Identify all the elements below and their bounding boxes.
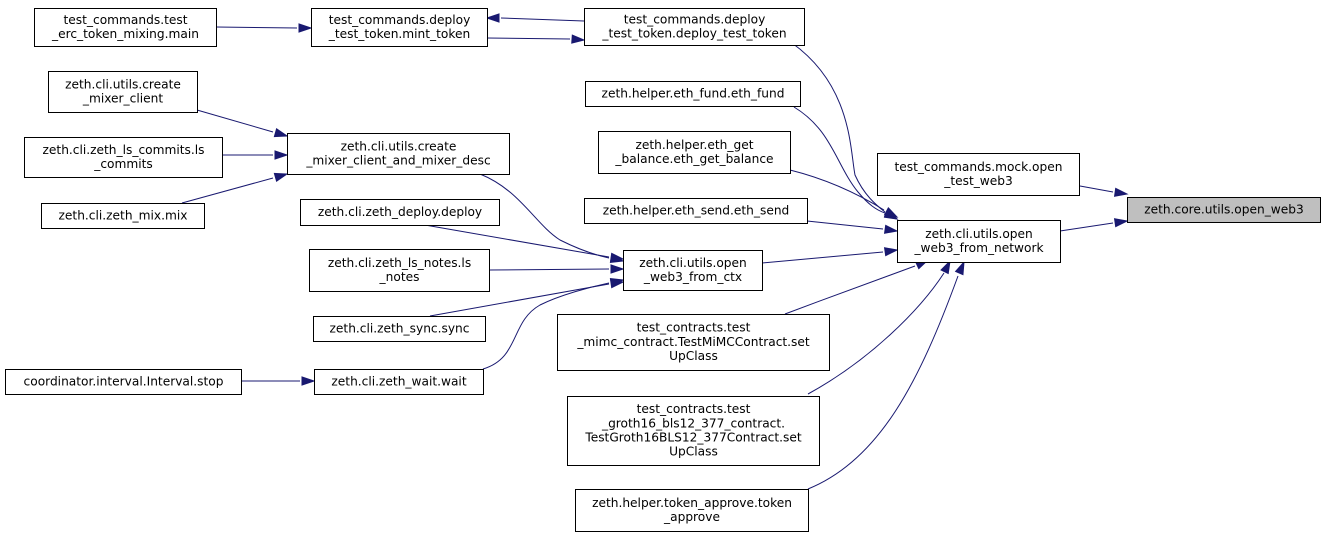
node-label-line: zeth.cli.zeth_ls_notes.ls (328, 256, 471, 270)
node-open-web3-from-ctx[interactable]: zeth.cli.utils.open_web3_from_ctx (623, 250, 763, 291)
node-mock-open-test-web3[interactable]: test_commands.mock.open_test_web3 (877, 153, 1080, 196)
node-ls-notes[interactable]: zeth.cli.zeth_ls_notes.ls_notes (309, 249, 490, 292)
node-label-line: _groth16_bls12_377_contract. (601, 416, 785, 430)
node-eth-get-balance[interactable]: zeth.helper.eth_get_balance.eth_get_bala… (598, 131, 791, 174)
node-label-line: _approve (663, 510, 720, 524)
node-label-line: test_contracts.test (637, 321, 751, 335)
edge-groth16_setup-to-open_web3_from_network (807, 259, 951, 395)
node-label-line: UpClass (669, 349, 718, 363)
edge-ls_notes-to-open_web3_from_ctx (488, 264, 625, 274)
node-label-line: test_commands.test (64, 13, 188, 27)
node-open-web3[interactable]: zeth.core.utils.open_web3 (1127, 197, 1321, 223)
node-ls-commits[interactable]: zeth.cli.zeth_ls_commits.ls_commits (24, 137, 223, 178)
node-label-line: _test_token.deploy_test_token (601, 27, 786, 41)
node-deploy-test-token[interactable]: test_commands.deploy_test_token.deploy_t… (584, 8, 805, 46)
node-label-line: test_commands.mock.open (895, 160, 1063, 174)
node-zeth-wait[interactable]: zeth.cli.zeth_wait.wait (314, 369, 484, 395)
node-create-mixer-client[interactable]: zeth.cli.utils.create_mixer_client (48, 71, 198, 113)
node-eth-send[interactable]: zeth.helper.eth_send.eth_send (584, 198, 808, 224)
node-interval-stop[interactable]: coordinator.interval.Interval.stop (5, 369, 242, 395)
node-token-approve[interactable]: zeth.helper.token_approve.token_approve (575, 489, 809, 532)
edge-open_web3_from_network-to-open_web3 (1059, 218, 1129, 232)
node-label-line: zeth.cli.zeth_deploy.deploy (318, 205, 482, 219)
edge-mock_open_test_web3-to-open_web3 (1079, 185, 1129, 197)
edge-ls_commits-to-create_mixer_client_and_mixer_desc (222, 150, 289, 160)
edge-token_approve-to-open_web3_from_network (807, 260, 965, 490)
node-erc-token-mixing-main[interactable]: test_commands.test_erc_token_mixing.main (34, 8, 217, 47)
edge-eth_get_balance-to-open_web3_from_network (789, 169, 899, 218)
node-mint-token[interactable]: test_commands.deploy_test_token.mint_tok… (311, 8, 488, 47)
node-zeth-sync[interactable]: zeth.cli.zeth_sync.sync (313, 316, 486, 342)
node-label-line: zeth.cli.zeth_mix.mix (59, 208, 188, 222)
edge-mimc_setup-to-open_web3_from_network (784, 259, 930, 315)
node-label-line: _web3_from_network (913, 241, 1044, 255)
node-open-web3-from-network[interactable]: zeth.cli.utils.open_web3_from_network (897, 220, 1061, 263)
edge-zeth_wait-to-open_web3_from_ctx (482, 278, 625, 370)
node-label-line: test_commands.deploy (624, 12, 766, 26)
node-label-line: zeth.cli.utils.open (639, 256, 747, 270)
node-mimc-setup[interactable]: test_contracts.test_mimc_contract.TestMi… (557, 314, 830, 371)
node-label-line: _erc_token_mixing.main (51, 27, 199, 41)
edge-zeth_mix-to-create_mixer_client_and_mixer_desc (181, 172, 289, 204)
node-label-line: zeth.cli.zeth_wait.wait (331, 374, 466, 388)
node-label-line: zeth.helper.eth_send.eth_send (603, 203, 790, 217)
node-label-line: zeth.helper.eth_get (636, 138, 754, 152)
node-eth-fund[interactable]: zeth.helper.eth_fund.eth_fund (585, 81, 801, 107)
edge-create_mixer_client-to-create_mixer_client_and_mixer_desc (196, 109, 289, 138)
node-zeth-deploy[interactable]: zeth.cli.zeth_deploy.deploy (300, 199, 500, 226)
node-label-line: zeth.helper.eth_fund.eth_fund (602, 86, 785, 100)
node-label-line: coordinator.interval.Interval.stop (24, 374, 224, 388)
node-label-line: TestGroth16BLS12_377Contract.set (584, 431, 802, 445)
edge-eth_send-to-open_web3_from_network (806, 220, 899, 234)
node-zeth-mix[interactable]: zeth.cli.zeth_mix.mix (41, 203, 205, 229)
edge-mint_token-to-deploy_test_token (486, 34, 586, 44)
node-label-line: _web3_from_ctx (643, 270, 742, 284)
node-label-line: zeth.cli.utils.create (341, 139, 457, 153)
node-label-line: zeth.helper.token_approve.token (592, 496, 792, 510)
node-groth16-setup[interactable]: test_contracts.test_groth16_bls12_377_co… (567, 396, 820, 466)
node-label-line: _mimc_contract.TestMiMCContract.set (576, 335, 810, 349)
node-label-line: _balance.eth_get_balance (614, 152, 773, 166)
node-label-line: test_commands.deploy (329, 13, 471, 27)
edge-deploy_test_token-to-mint_token (485, 13, 585, 23)
node-label-line: zeth.cli.utils.open (925, 227, 1033, 241)
edge-open_web3_from_ctx-to-open_web3_from_network (761, 247, 899, 264)
node-label-line: UpClass (669, 445, 718, 459)
node-label-line: _commits (93, 157, 153, 171)
node-label-line: _test_token.mint_token (328, 27, 470, 41)
edge-erc_token_mixing_main-to-mint_token (215, 23, 313, 33)
node-label-line: _mixer_client (82, 92, 163, 106)
node-label-line: _test_web3 (943, 174, 1013, 188)
edge-interval_stop-to-zeth_wait (241, 376, 316, 386)
node-label-line: _mixer_client_and_mixer_desc (305, 154, 490, 168)
node-create-mixer-client-and-mixer-desc[interactable]: zeth.cli.utils.create_mixer_client_and_m… (287, 133, 510, 175)
node-label-line: zeth.cli.utils.create (65, 77, 181, 91)
node-label-line: zeth.core.utils.open_web3 (1144, 202, 1304, 216)
node-label-line: _notes (379, 270, 420, 284)
node-label-line: zeth.cli.zeth_ls_commits.ls (43, 143, 205, 157)
edge-zeth_deploy-to-open_web3_from_ctx (424, 224, 625, 262)
node-label-line: zeth.cli.zeth_sync.sync (330, 321, 470, 335)
node-label-line: test_contracts.test (637, 402, 751, 416)
